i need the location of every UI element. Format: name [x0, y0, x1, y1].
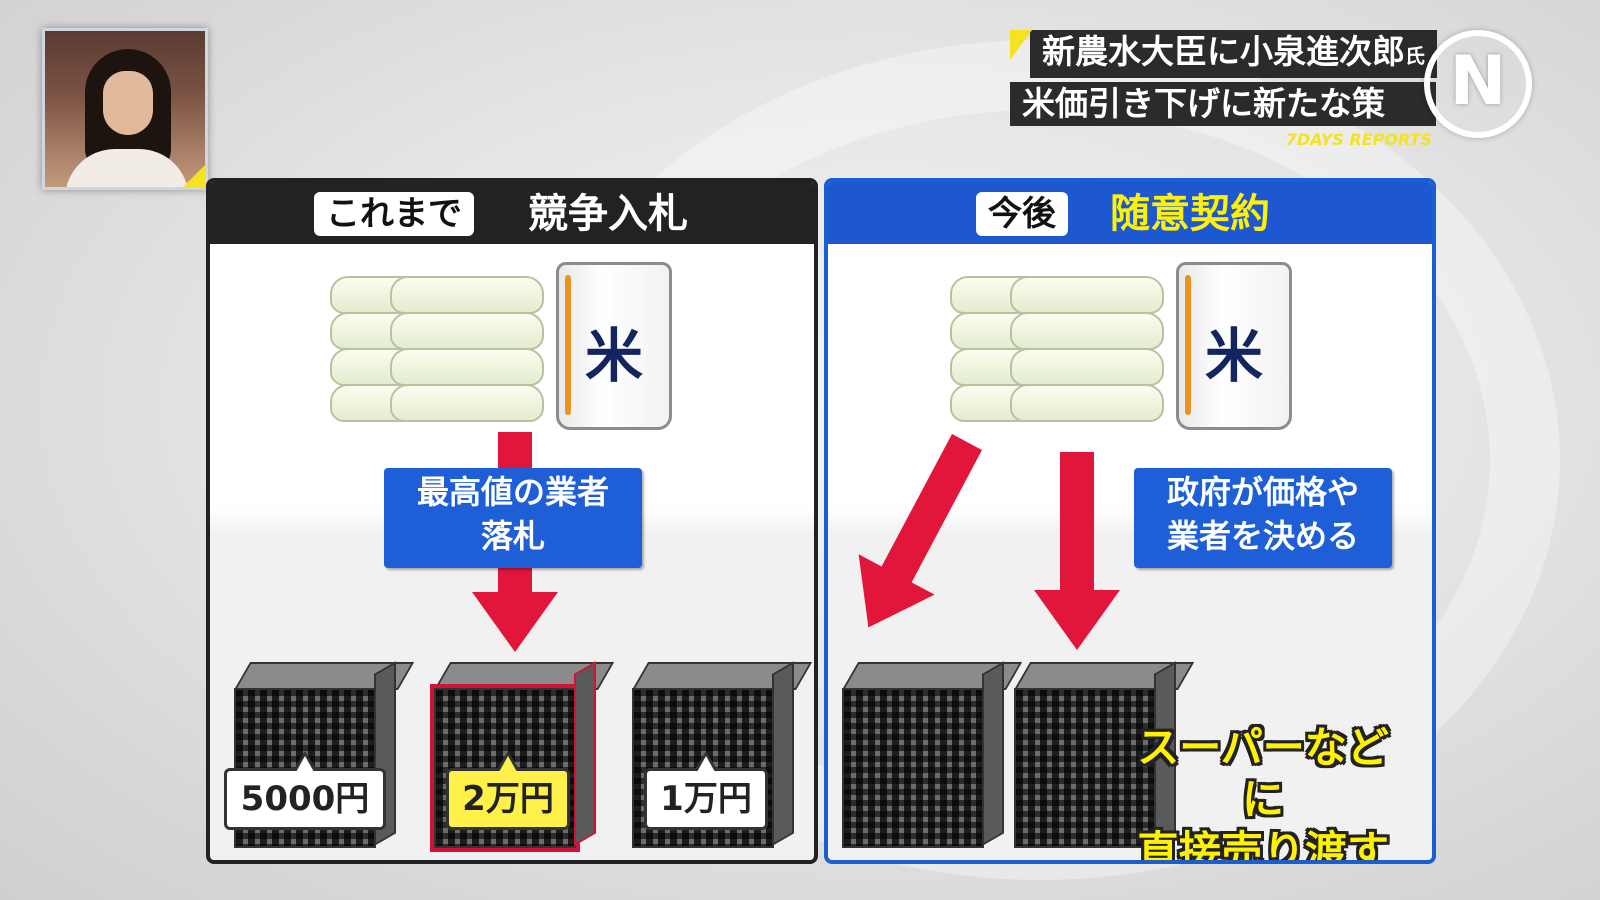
headline-line-1-suffix: 氏 — [1405, 44, 1425, 68]
rice-bag: 米 — [1176, 262, 1292, 430]
presenter-body — [65, 149, 189, 187]
down-arrow-head — [472, 592, 558, 652]
winning-bidder-callout: 最高値の業者 落札 — [384, 468, 642, 568]
company-building — [1014, 661, 1195, 848]
left-panel-title: 競争入札 — [528, 191, 688, 237]
rice-sack-stack — [950, 276, 1190, 424]
diagonal-arrow-shaft — [876, 434, 983, 592]
rice-sack — [390, 276, 544, 314]
right-panel-header: 今後 随意契約 — [828, 182, 1432, 244]
right-panel-tag: 今後 — [976, 192, 1068, 236]
building-side — [772, 661, 794, 846]
rice-sack — [1010, 348, 1164, 386]
rice-bag-label: 米 — [584, 322, 643, 390]
channel-logo-letter: N — [1449, 42, 1507, 121]
presenter-face — [103, 71, 153, 135]
direct-sale-note: スーパーなどに 直接売り渡す — [1118, 722, 1408, 864]
rice-bag-stripe — [1185, 275, 1191, 415]
rice-sack — [1010, 312, 1164, 350]
government-decides-callout: 政府が価格や 業者を決める — [1134, 468, 1392, 568]
program-name: 7DAYS REPORTS — [1285, 130, 1432, 149]
presenter-video-thumbnail — [42, 28, 208, 190]
callout-line-1: 最高値の業者 — [416, 473, 609, 511]
callout-line-2: 落札 — [480, 517, 545, 555]
rice-bags-illustration: 米 — [950, 262, 1292, 430]
building-front — [842, 688, 984, 848]
rice-sack — [390, 384, 544, 422]
company-building — [842, 661, 1023, 848]
building-side — [982, 661, 1004, 846]
headline-accent-mark — [1010, 30, 1032, 60]
thumbnail-corner-mark — [183, 165, 205, 187]
channel-logo: N — [1424, 30, 1532, 138]
left-panel-competitive-bidding: これまで 競争入札 米 最高値の業者 落札 5000円 — [206, 178, 818, 864]
left-panel-tag: これまで — [314, 192, 474, 236]
direct-sale-note-line-2: 直接売り渡す — [1136, 827, 1389, 864]
down-arrow-head — [1034, 590, 1120, 650]
rice-sack — [1010, 276, 1164, 314]
right-panel-negotiated-contract: 今後 随意契約 米 政府が価格や 業者を決める — [824, 178, 1436, 864]
direct-sale-note-line-1: スーパーなどに — [1137, 723, 1389, 824]
rice-sack-stack — [330, 276, 570, 424]
headline-line-1: 新農水大臣に小泉進次郎氏 — [1030, 30, 1437, 78]
bid-price-label: 1万円 — [644, 751, 768, 830]
rice-bag: 米 — [556, 262, 672, 430]
rice-sack — [390, 348, 544, 386]
headline-line-1-main: 新農水大臣に小泉進次郎 — [1042, 32, 1405, 71]
down-arrow — [1034, 452, 1120, 652]
rice-bag-label: 米 — [1204, 322, 1263, 390]
callout-line-2: 業者を決める — [1166, 517, 1359, 555]
headline-line-2: 米価引き下げに新たな策 — [1010, 82, 1436, 126]
diagonal-arrow — [828, 416, 1016, 648]
news-headline: 新農水大臣に小泉進次郎氏 米価引き下げに新たな策 7DAYS REPORTS — [1010, 30, 1437, 149]
callout-line-1: 政府が価格や — [1166, 473, 1359, 511]
down-arrow-shaft — [1060, 452, 1094, 598]
building-front — [1014, 688, 1156, 848]
bid-price-label: 5000円 — [224, 751, 386, 830]
right-panel-title: 随意契約 — [1110, 191, 1270, 237]
rice-bag-stripe — [565, 275, 571, 415]
left-panel-header: これまで 競争入札 — [210, 182, 814, 244]
bid-price-label-winning: 2万円 — [446, 751, 570, 830]
rice-sack — [390, 312, 544, 350]
rice-sack — [1010, 384, 1164, 422]
rice-bags-illustration: 米 — [330, 262, 672, 430]
building-side — [574, 661, 596, 846]
